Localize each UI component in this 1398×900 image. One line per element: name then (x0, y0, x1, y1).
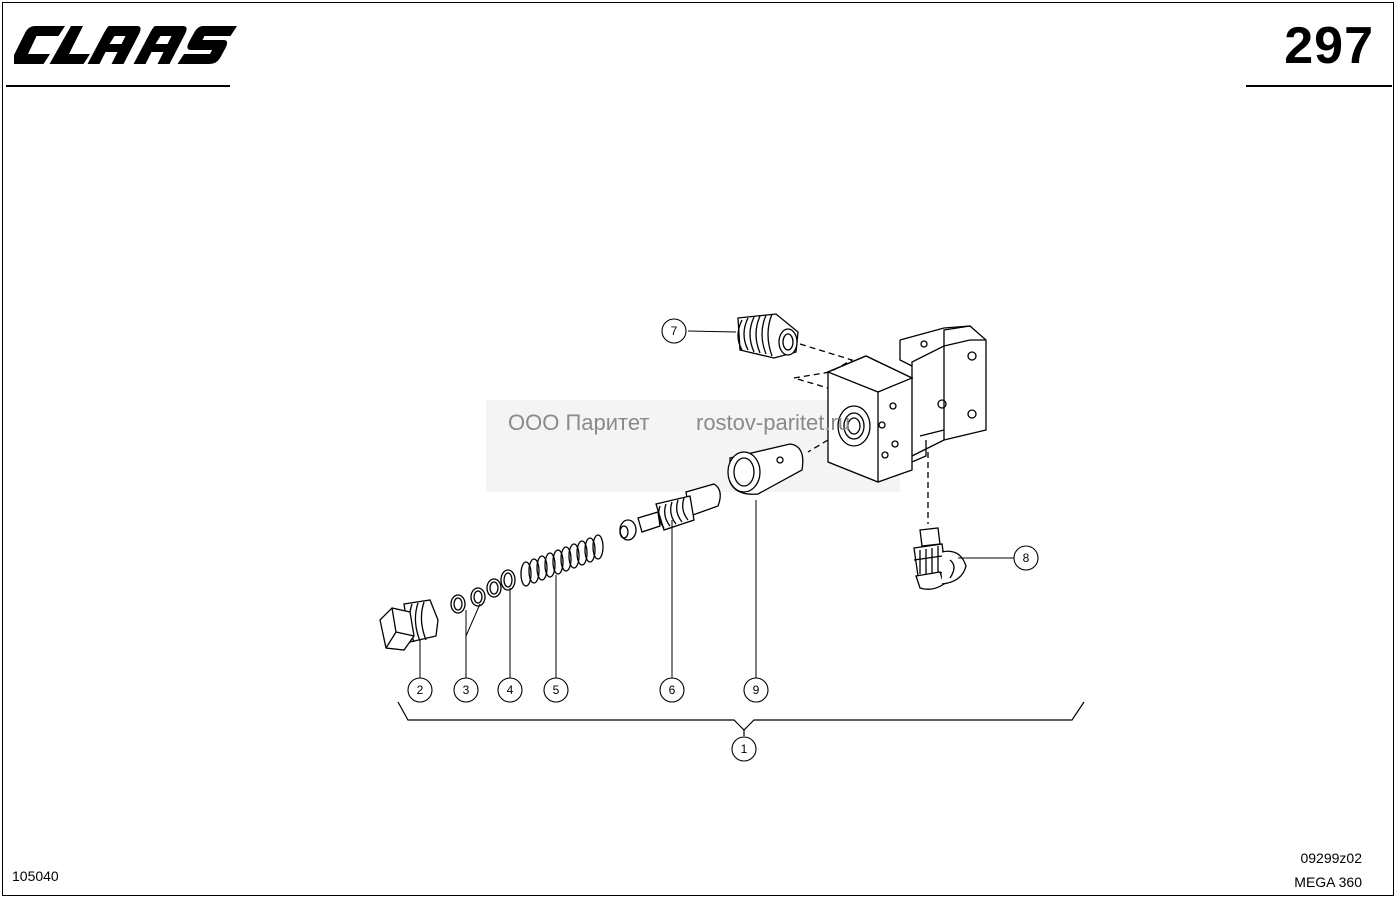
callout-circle-8 (1013, 545, 1039, 571)
callout-circle-5 (543, 677, 569, 703)
watermark-site: rostov-paritet.ru (696, 410, 851, 435)
callout-circle-2 (407, 677, 433, 703)
part-9-sleeve (727, 443, 804, 495)
callout-circle-1 (731, 736, 757, 762)
callout-label-1: 1 (741, 742, 748, 756)
part-6-valve-poppet (619, 483, 721, 541)
part-2-hex-plug (379, 599, 439, 651)
valve-block (826, 325, 987, 483)
callout-label-3: 3 (463, 683, 470, 697)
callout-label-9: 9 (753, 683, 760, 697)
callout-circle-7 (661, 318, 687, 344)
callout-label-4: 4 (507, 683, 514, 697)
callout-label-5: 5 (553, 683, 560, 697)
model-name: MEGA 360 (1294, 874, 1362, 890)
part-5-spring (520, 534, 604, 587)
callout-label-6: 6 (669, 683, 676, 697)
claas-logo (14, 26, 238, 64)
callout-label-8: 8 (1023, 551, 1030, 565)
part-3-4-seal-rings (450, 569, 516, 614)
header-rule-left (6, 85, 230, 87)
callout-circle-4 (497, 677, 523, 703)
page-number: 297 (1284, 17, 1374, 75)
callout-label-2: 2 (417, 683, 424, 697)
part-7-union-fitting (737, 313, 799, 359)
header-rule-right (1246, 85, 1392, 87)
drawing-id: 09299z02 (1300, 850, 1362, 866)
callout-circle-9 (743, 677, 769, 703)
callout-circle-6 (659, 677, 685, 703)
callout-circle-3 (453, 677, 479, 703)
watermark-company: ООО Паритет (508, 410, 650, 435)
part-8-angle-fitting (913, 527, 967, 590)
callout-label-7: 7 (671, 324, 678, 338)
document-id: 105040 (12, 868, 59, 884)
